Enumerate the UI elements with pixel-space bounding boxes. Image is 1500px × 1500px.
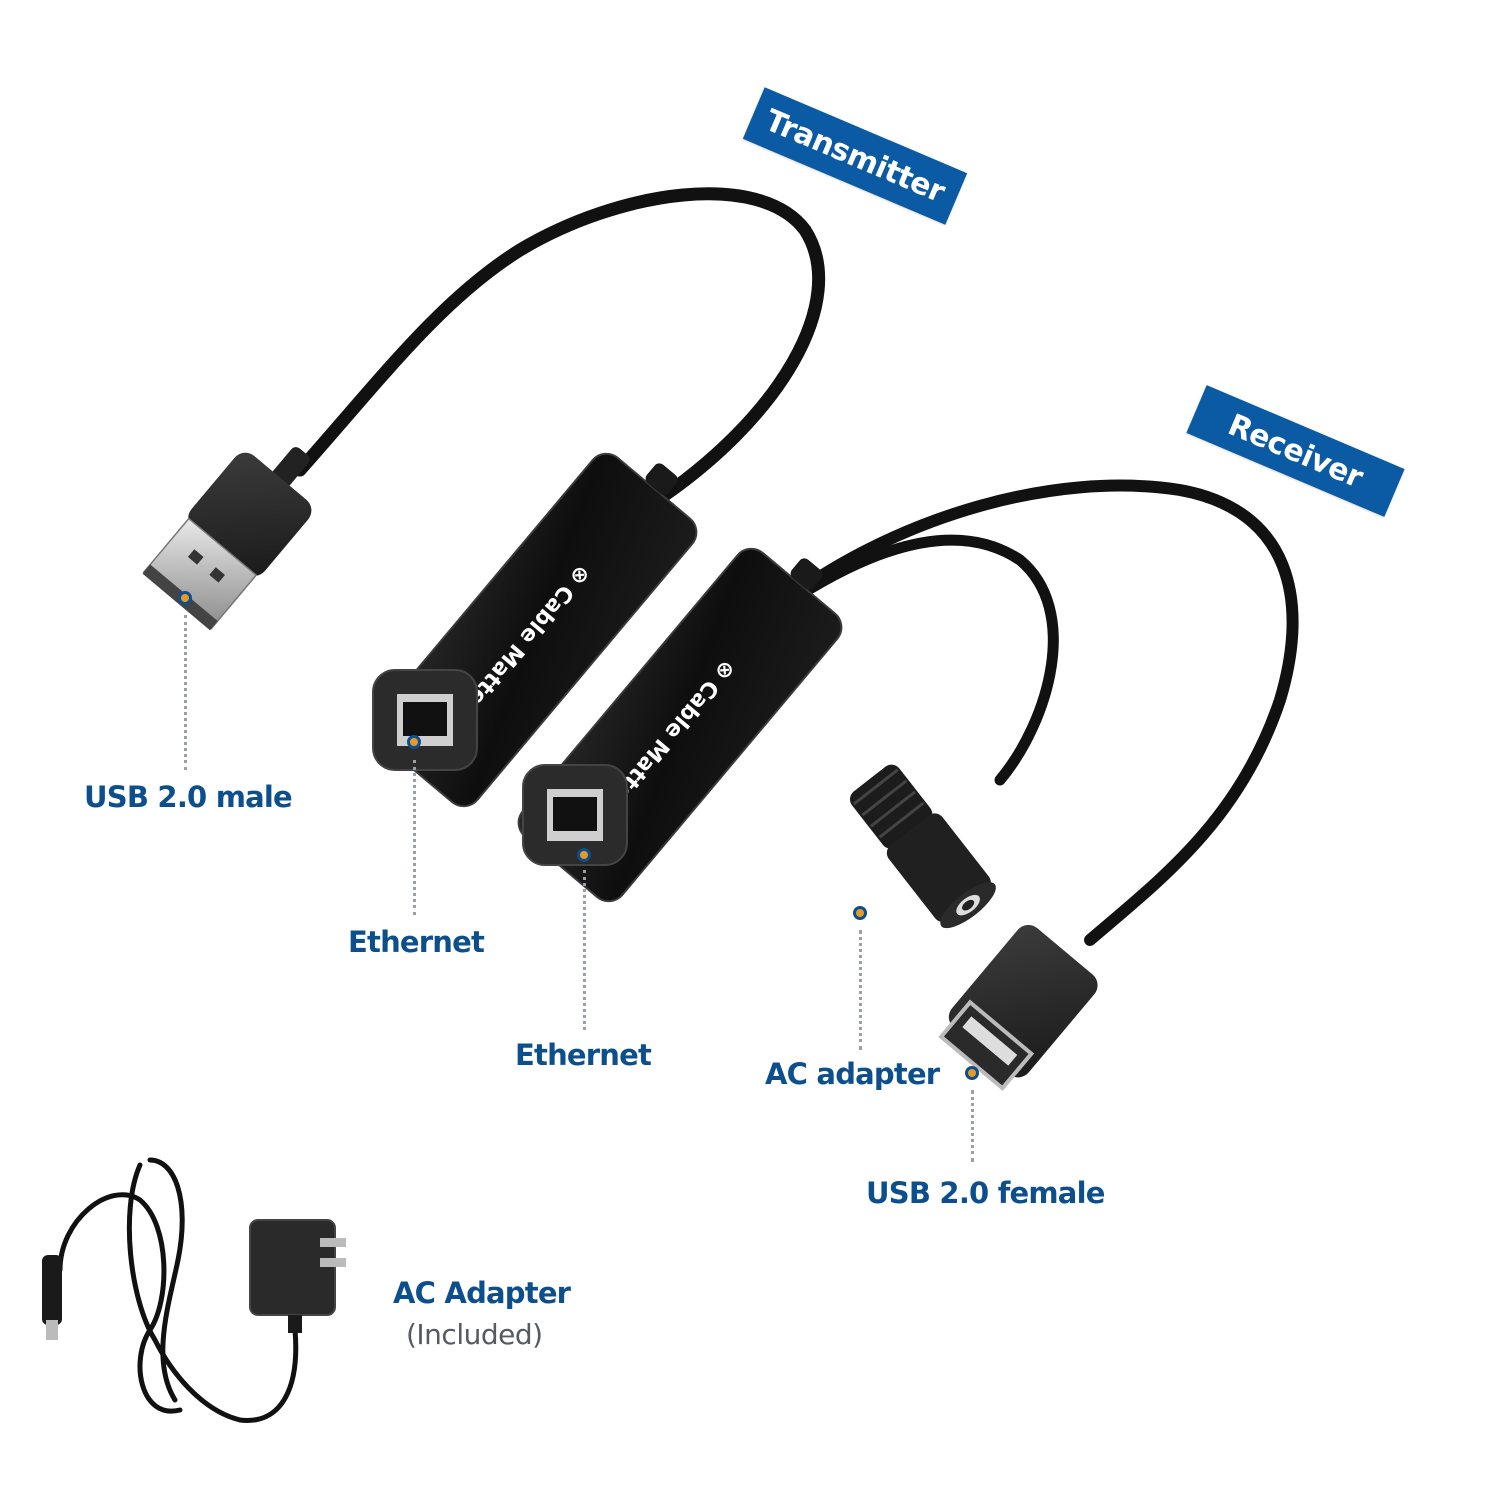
ac-jack-marker-icon <box>853 906 867 920</box>
ethernet-tx-marker-icon <box>407 735 421 749</box>
usb-male-label: USB 2.0 male <box>84 780 293 814</box>
ethernet-rx-label: Ethernet <box>515 1038 652 1072</box>
ethernet-rx-leader <box>583 870 586 1030</box>
ethernet-port-rx-icon <box>522 764 628 866</box>
ac-jack-label: AC adapter <box>765 1057 940 1091</box>
ethernet-port-tx-icon <box>372 669 478 771</box>
usb-female-leader <box>971 1090 974 1162</box>
ethernet-rx-marker-icon <box>577 848 591 862</box>
dc-plug-icon <box>42 1255 62 1340</box>
ac-adapter-subtitle: (Included) <box>406 1318 543 1351</box>
ac-adapter-photo <box>57 1157 299 1423</box>
usb-female-plug-icon <box>938 924 1098 1091</box>
receiver-cables <box>794 479 1299 946</box>
usb-male-leader <box>184 615 187 770</box>
ac-jack-leader <box>859 930 862 1050</box>
ac-adapter-title: AC Adapter <box>393 1276 571 1310</box>
ethernet-tx-label: Ethernet <box>348 925 485 959</box>
transmitter-cable <box>293 187 826 512</box>
usb-female-label: USB 2.0 female <box>866 1176 1105 1210</box>
wall-plug-icon <box>249 1219 346 1333</box>
usb-male-plug-icon <box>142 447 312 631</box>
usb-female-marker-icon <box>965 1066 979 1080</box>
dc-jack-icon <box>849 764 996 929</box>
ethernet-tx-leader <box>413 760 416 915</box>
usb-male-marker-icon <box>178 591 192 605</box>
